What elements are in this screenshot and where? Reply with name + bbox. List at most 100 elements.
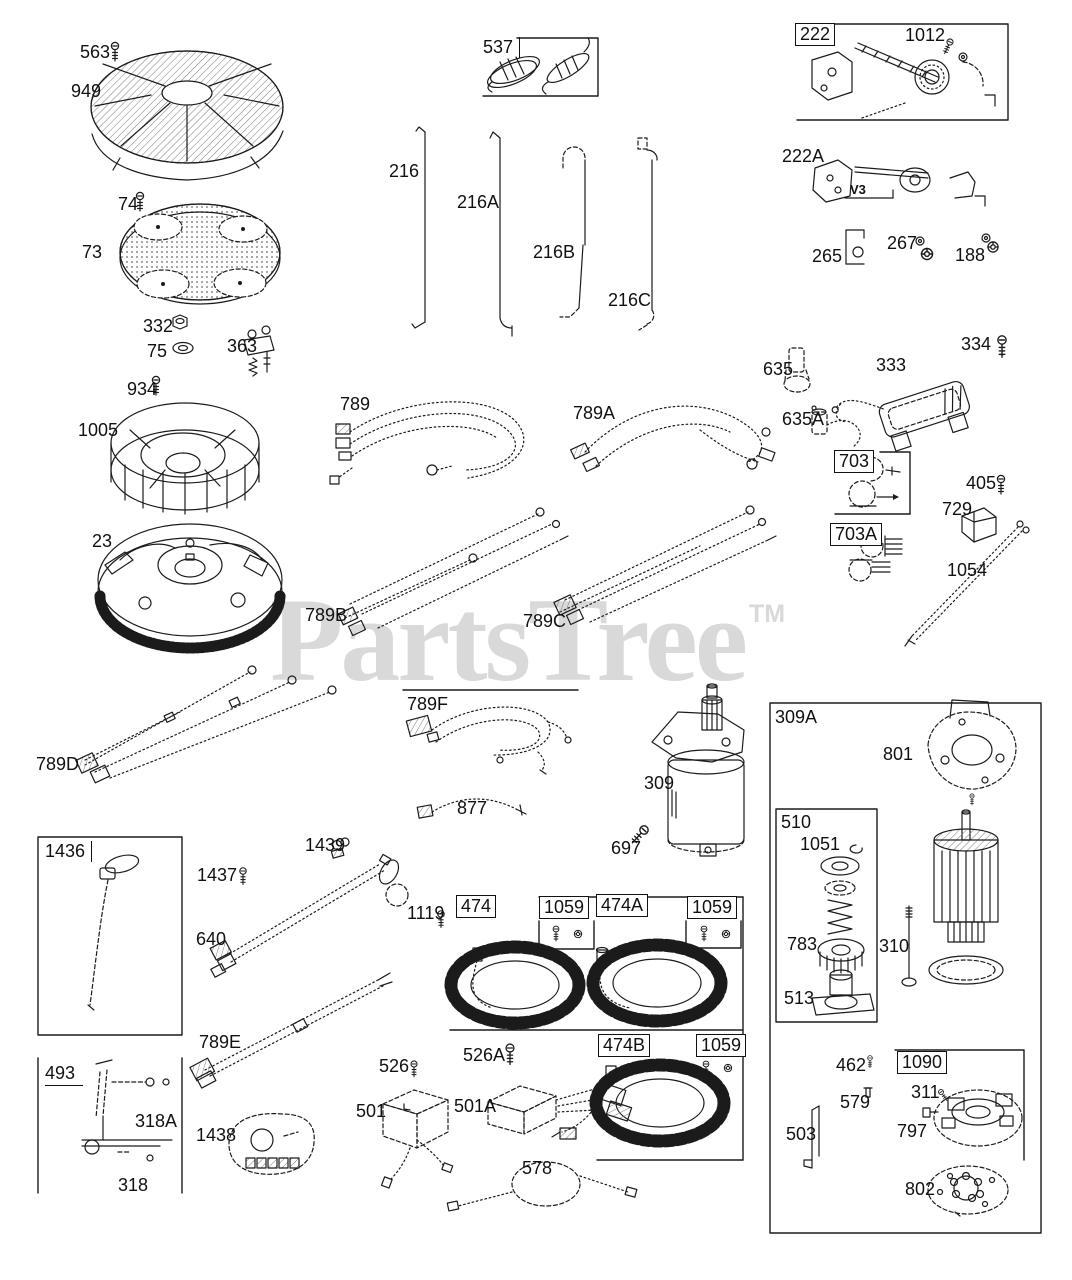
callout-box-1436	[37, 836, 183, 1036]
ignition-coil-333-art	[831, 380, 970, 452]
part-label-789: 789	[340, 394, 371, 414]
part-label-216A: 216A	[457, 192, 500, 212]
clamps-703-art	[848, 456, 901, 508]
wire-harness-789D-art	[75, 665, 337, 784]
cable-789E-art	[189, 972, 393, 1089]
part-label-635: 635	[763, 359, 794, 379]
wire-loop-578-art	[446, 1161, 638, 1212]
governor-link-216B-art	[559, 146, 586, 318]
armature-art	[928, 809, 1004, 985]
governor-link-216-art	[411, 126, 426, 329]
flywheel-art	[94, 523, 286, 654]
part-label-789C: 789C	[523, 611, 567, 631]
part-label-501: 501	[356, 1101, 387, 1121]
screw-1012-icon	[941, 37, 968, 62]
part-label-783: 783	[787, 934, 818, 954]
governor-bracket-222A-art	[812, 159, 986, 207]
plug-terminals-537-art	[487, 37, 590, 95]
regulator-501-art	[380, 1089, 454, 1189]
part-label-510: 510	[781, 812, 812, 832]
callout-box-703	[834, 451, 911, 515]
part-label-474A: 474A	[596, 894, 649, 917]
part-label-23: 23	[92, 531, 113, 551]
part-label-216B: 216B	[533, 242, 576, 262]
part-label-75: 75	[147, 341, 168, 361]
part-label-333: 333	[876, 355, 907, 375]
part-label-640: 640	[196, 929, 227, 949]
part-label-1439: 1439	[305, 835, 346, 855]
part-label-579: 579	[840, 1092, 871, 1112]
part-label-877: 877	[457, 798, 488, 818]
part-label-789E: 789E	[199, 1032, 242, 1052]
part-label-332: 332	[143, 316, 174, 336]
part-label-697: 697	[611, 838, 642, 858]
part-label-318A: 318A	[135, 1111, 178, 1131]
part-label-1059-2: 1059	[687, 896, 738, 919]
part-label-526A: 526A	[463, 1045, 506, 1065]
part-label-188: 188	[955, 245, 986, 265]
part-label-789F: 789F	[407, 694, 449, 714]
regulator-501A-art	[487, 1081, 633, 1140]
part-label-73: 73	[82, 242, 103, 262]
callout-box-493	[37, 1057, 183, 1194]
part-label-501A: 501A	[454, 1096, 497, 1116]
wire-harness-789A-art	[570, 405, 776, 473]
part-label-1119: 1119	[407, 903, 445, 923]
part-label-635A: 635A	[782, 409, 825, 429]
watermark-tm: TM	[748, 600, 786, 628]
part-label-1051: 1051	[800, 834, 841, 854]
part-label-474B: 474B	[598, 1034, 651, 1057]
terminal-boot-635-art	[783, 347, 811, 393]
part-label-309: 309	[644, 773, 675, 793]
part-label-1012: 1012	[905, 25, 946, 45]
nut-188-icon	[981, 233, 999, 253]
end-cap-801-art	[927, 699, 1017, 806]
rod-1054-art	[904, 520, 1030, 647]
grommet-1439-icon	[330, 837, 350, 859]
part-label-1090: 1090	[897, 1051, 948, 1074]
part-label-797: 797	[897, 1121, 928, 1141]
starter-motor-309-art	[651, 683, 745, 857]
callout-box-309A	[769, 702, 1042, 1234]
callout-box-537	[482, 37, 599, 97]
wire-harness-789-art	[329, 401, 525, 485]
part-label-V3: V3	[850, 182, 866, 197]
governor-link-216A-art	[489, 131, 513, 337]
part-label-216: 216	[389, 161, 420, 181]
clip-729-art	[961, 507, 997, 543]
part-label-578: 578	[522, 1158, 553, 1178]
panel-1438-art	[228, 1113, 315, 1175]
part-label-318: 318	[118, 1175, 149, 1195]
control-bracket-493-art	[81, 1059, 173, 1162]
part-label-729: 729	[942, 499, 973, 519]
bracket-503-art	[803, 1105, 820, 1169]
stator-474A-art	[586, 938, 728, 1028]
part-label-363: 363	[227, 336, 258, 356]
cable-877-art	[416, 798, 527, 819]
part-label-563: 563	[80, 42, 111, 62]
part-label-1059-1: 1059	[539, 896, 590, 919]
callout-box-222	[796, 23, 1009, 121]
terminal-boot-635A-art	[811, 405, 861, 448]
part-label-405: 405	[966, 473, 997, 493]
part-label-310: 310	[879, 936, 910, 956]
part-label-537: 537	[483, 37, 521, 58]
part-label-309A: 309A	[775, 707, 818, 727]
part-label-74: 74	[118, 194, 139, 214]
part-label-1059-3: 1059	[696, 1034, 747, 1057]
washer-75-icon	[172, 341, 194, 355]
part-label-1054: 1054	[947, 560, 988, 580]
dipstick-1436-art	[87, 854, 140, 1011]
part-label-789A: 789A	[573, 403, 616, 423]
bracket-265-art	[845, 229, 865, 265]
part-label-934: 934	[127, 379, 158, 399]
wire-harness-789F-art	[405, 706, 572, 775]
part-label-513: 513	[784, 988, 815, 1008]
part-label-802: 802	[905, 1179, 936, 1199]
part-label-1437: 1437	[197, 865, 238, 885]
brush-holder-797-art	[922, 1089, 1023, 1147]
watermark-text: PartsTree	[270, 573, 748, 706]
